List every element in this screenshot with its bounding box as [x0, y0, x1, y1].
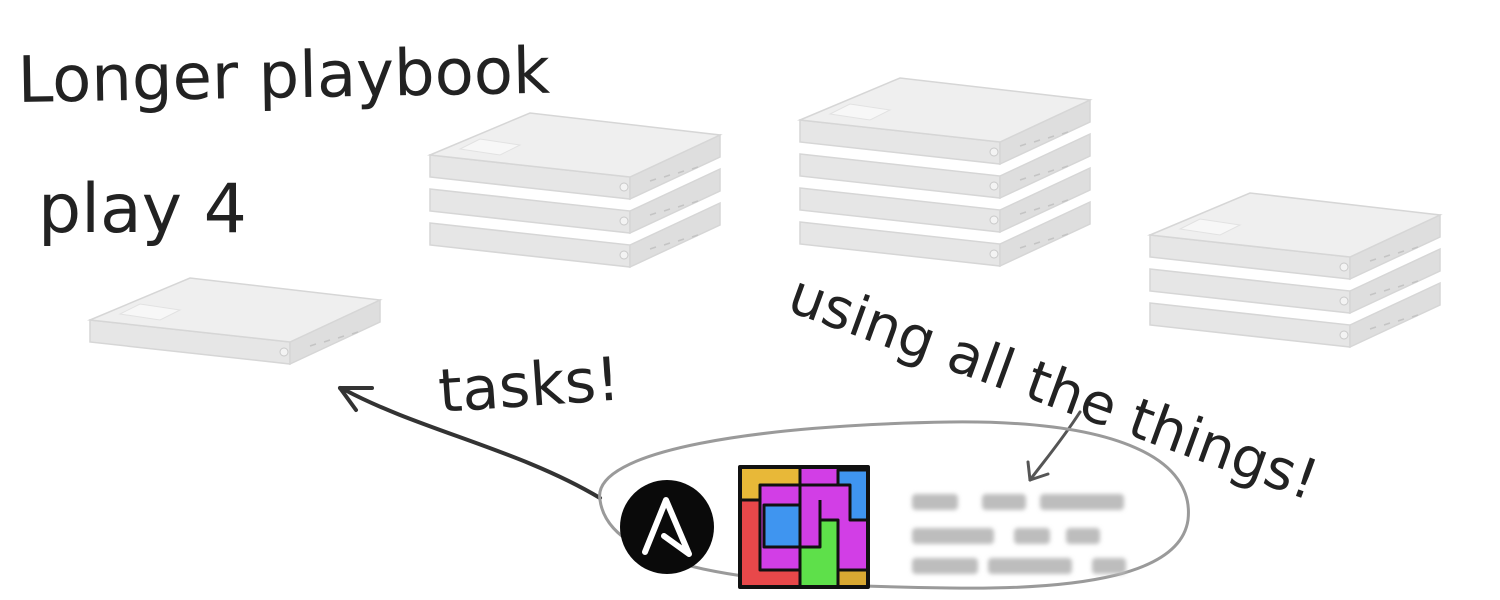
server-stack-2	[427, 112, 723, 269]
server-unit	[799, 166, 1091, 234]
server-unit	[1149, 281, 1441, 349]
play-label: play 4	[38, 170, 247, 249]
server-unit	[87, 277, 383, 366]
server-unit	[797, 77, 1093, 166]
tasks-arrow	[338, 386, 602, 500]
ansible-logo-icon	[620, 480, 714, 574]
server-stack-4	[1147, 192, 1443, 349]
server-stack-1	[87, 277, 383, 366]
server-unit	[429, 167, 721, 235]
things-arrow	[1026, 410, 1082, 482]
blurred-text-icon	[912, 494, 1126, 574]
server-stacks	[87, 77, 1443, 366]
tiles-logo-icon	[738, 465, 870, 589]
server-unit	[799, 132, 1091, 200]
tasks-label: tasks!	[436, 344, 622, 426]
server-stack-3	[797, 77, 1093, 268]
server-unit	[1149, 247, 1441, 315]
server-unit	[429, 201, 721, 269]
server-unit	[427, 112, 723, 201]
playbook-title: Longer playbook	[17, 35, 551, 118]
server-unit	[799, 200, 1091, 268]
server-unit	[1147, 192, 1443, 281]
